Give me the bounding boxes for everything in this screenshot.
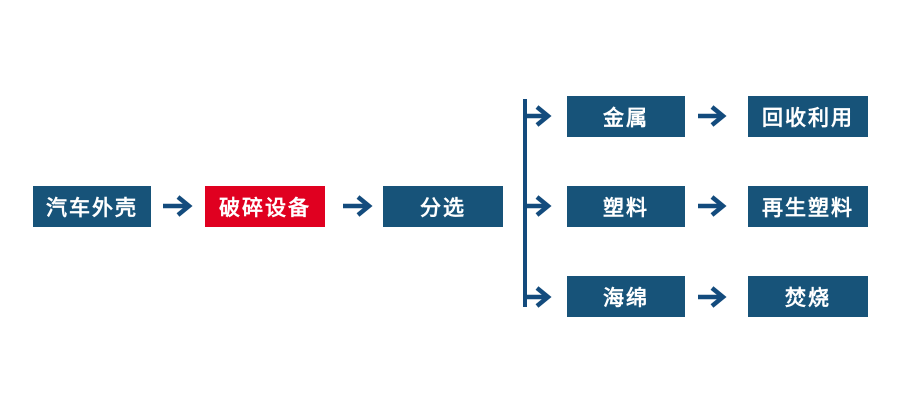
node-plastic: 塑料 — [567, 186, 685, 227]
arrow-right-icon — [698, 194, 730, 218]
node-incineration: 焚烧 — [748, 276, 868, 317]
node-recycle-reuse: 回收利用 — [748, 96, 868, 137]
arrow-right-icon — [162, 194, 194, 218]
arrow-right-icon — [698, 285, 730, 309]
arrow-right-icon — [523, 194, 555, 218]
node-car-shell: 汽车外壳 — [33, 186, 151, 227]
branch-connector-line — [523, 99, 527, 307]
arrow-right-icon — [698, 104, 730, 128]
node-sorting: 分选 — [383, 186, 503, 227]
node-metal: 金属 — [567, 96, 685, 137]
node-crusher: 破碎设备 — [205, 186, 325, 227]
arrow-right-icon — [342, 194, 374, 218]
arrow-right-icon — [523, 285, 555, 309]
arrow-right-icon — [523, 104, 555, 128]
node-sponge: 海绵 — [567, 276, 685, 317]
node-recycled-plastic: 再生塑料 — [748, 186, 868, 227]
